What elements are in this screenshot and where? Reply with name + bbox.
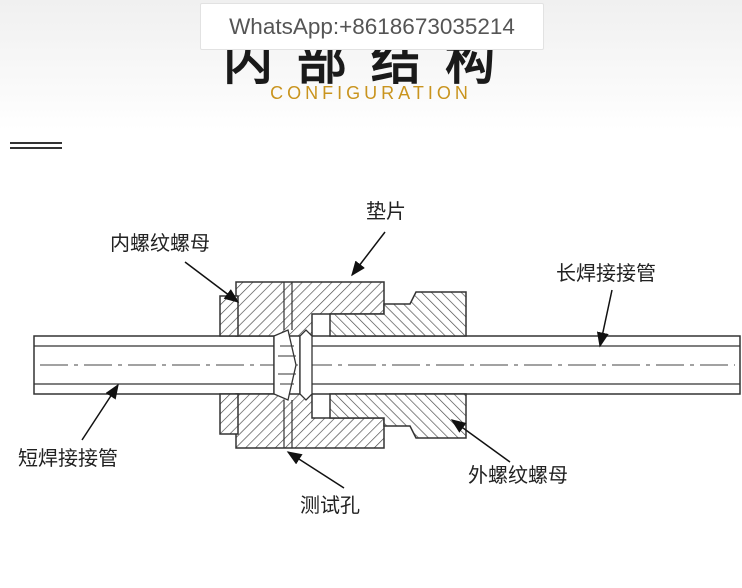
label-outer-nut: 外螺纹螺母 <box>468 463 568 487</box>
label-gasket: 垫片 <box>366 199 406 223</box>
gasket <box>273 329 313 401</box>
page-subtitle: CONFIGURATION <box>270 83 472 103</box>
label-short-tube: 短焊接接管 <box>18 446 118 470</box>
outer-thread-nut <box>329 291 467 439</box>
inner-thread-nut <box>219 281 385 449</box>
leader-lines <box>81 231 613 489</box>
test-hole <box>283 282 293 448</box>
label-inner-nut: 内螺纹螺母 <box>110 231 210 255</box>
watermark-label: WhatsApp:+8618673035214 <box>200 3 544 50</box>
label-long-tube: 长焊接接管 <box>556 261 656 285</box>
section-divider <box>10 142 62 149</box>
label-test-hole: 测试孔 <box>300 493 360 517</box>
